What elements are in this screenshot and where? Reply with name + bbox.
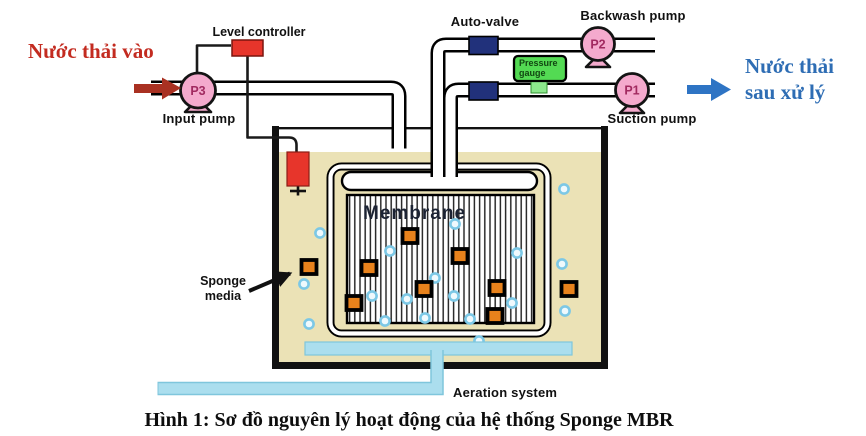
- inlet-flow-arrow: [134, 77, 181, 100]
- sponge-media-label-1: Sponge: [200, 274, 246, 288]
- suction-pump-body: [614, 72, 650, 108]
- backwash-pump-id: P2: [590, 38, 605, 52]
- pressure-gauge-box: [512, 54, 568, 83]
- membrane-fibers: [345, 193, 536, 325]
- auto-valves: [468, 35, 499, 101]
- level-controller-wiring: [195, 44, 298, 152]
- pressure-gauge: Pressure gauge: [512, 54, 568, 94]
- wire-controller-to-sensor: [246, 56, 298, 152]
- pipes: [148, 37, 658, 184]
- outlet-stream-label-1: Nước thải: [745, 54, 834, 78]
- level-sensor-electrode: [290, 186, 306, 196]
- inlet-stream-label: Nước thải vào: [28, 39, 154, 63]
- suction-pipe-core: [445, 85, 658, 184]
- membrane-label: Membrane: [363, 203, 466, 224]
- backwash-pump-label: Backwash pump: [580, 8, 685, 23]
- outlet-flow-arrow: [687, 78, 731, 101]
- level-sensor: [286, 151, 310, 187]
- auto-valve-suction: [468, 81, 499, 101]
- input-pump-body: [179, 71, 217, 110]
- wire-pump-to-controller: [195, 44, 231, 72]
- suction-pump-id: P1: [624, 84, 639, 98]
- backwash-pipe-core: [433, 40, 658, 184]
- auto-valve-label: Auto-valve: [451, 14, 519, 29]
- input-pump-id: P3: [190, 84, 205, 98]
- figure-caption: Hình 1: Sơ đồ nguyên lý hoạt động của hệ…: [145, 409, 675, 431]
- sponge-media-label-2: media: [205, 289, 242, 303]
- air-bubbles: [298, 183, 571, 347]
- inlet-pipe-core: [148, 83, 404, 152]
- input-pump-label: Input pump: [163, 111, 236, 126]
- pumps: [179, 26, 650, 115]
- backwash-pump-body: [580, 26, 616, 62]
- level-controller-label: Level controller: [212, 25, 305, 39]
- auto-valve-backwash: [468, 35, 499, 56]
- pressure-gauge-label-2: gauge: [519, 68, 546, 78]
- level-controller-box: [231, 39, 264, 57]
- suction-pump-label: Suction pump: [607, 111, 696, 126]
- sponge-media-arrow: [248, 271, 293, 293]
- outlet-stream-label-2: sau xử lý: [745, 80, 826, 104]
- pump-ids: P3 P2 P1: [190, 38, 639, 99]
- pressure-gauge-label-1: Pressure: [519, 58, 558, 68]
- aeration-system-label: Aeration system: [453, 385, 557, 400]
- aeration-pipe: [157, 349, 444, 396]
- sponge-media-markers: [299, 227, 579, 325]
